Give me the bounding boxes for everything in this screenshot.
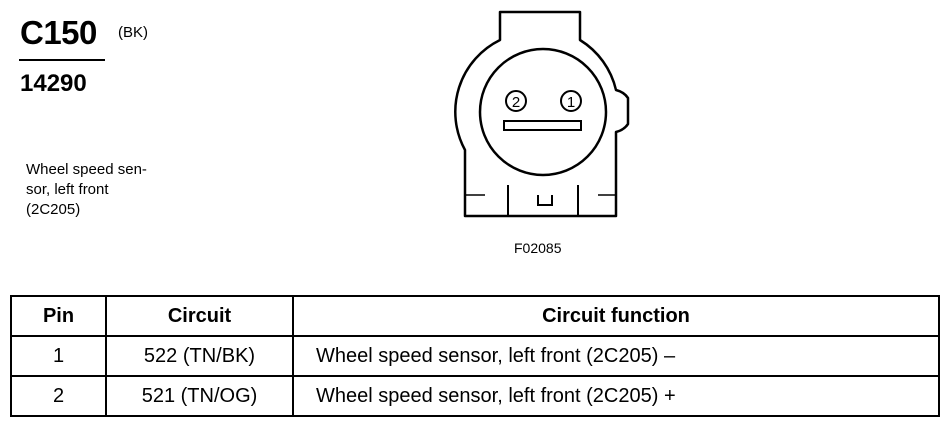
description-line: Wheel speed sen- bbox=[26, 161, 147, 178]
table-row: 1 522 (TN/BK) Wheel speed sensor, left f… bbox=[10, 335, 940, 377]
table-row: 2 521 (TN/OG) Wheel speed sensor, left f… bbox=[10, 375, 940, 417]
cell-circuit-function: Wheel speed sensor, left front (2C205) + bbox=[292, 375, 940, 417]
connector-id: C150 bbox=[20, 14, 97, 51]
pin-2-cavity bbox=[505, 90, 527, 112]
connector-inner-ring bbox=[478, 47, 608, 177]
header-circuit-function: Circuit function bbox=[292, 295, 940, 337]
connector-lower-tab bbox=[507, 185, 579, 216]
description-line: (2C205) bbox=[26, 201, 81, 218]
pin-1-label: 1 bbox=[567, 94, 575, 111]
figure-id: F02085 bbox=[514, 240, 562, 256]
cell-circuit: 521 (TN/OG) bbox=[105, 375, 294, 417]
cell-pin: 1 bbox=[10, 335, 107, 377]
keying-bar bbox=[503, 120, 582, 131]
description-line: sor, left front bbox=[26, 181, 109, 198]
connector-description: Wheel speed sen- sor, left front (2C205) bbox=[26, 160, 147, 220]
title-underline bbox=[19, 59, 105, 61]
table-header-row: Pin Circuit Circuit function bbox=[10, 295, 940, 337]
cell-circuit-function: Wheel speed sensor, left front (2C205) – bbox=[292, 335, 940, 377]
pin-1-cavity bbox=[560, 90, 582, 112]
cell-circuit: 522 (TN/BK) bbox=[105, 335, 294, 377]
connector-color-code: (BK) bbox=[118, 24, 148, 41]
pin-table: Pin Circuit Circuit function 1 522 (TN/B… bbox=[10, 295, 940, 417]
cell-pin: 2 bbox=[10, 375, 107, 417]
pin-2-label: 2 bbox=[512, 94, 520, 111]
part-number: 14290 bbox=[20, 70, 87, 97]
header-circuit: Circuit bbox=[105, 295, 294, 337]
header-pin: Pin bbox=[10, 295, 107, 337]
connector-face-diagram: 2 1 bbox=[454, 10, 630, 218]
connector-housing bbox=[454, 10, 630, 218]
